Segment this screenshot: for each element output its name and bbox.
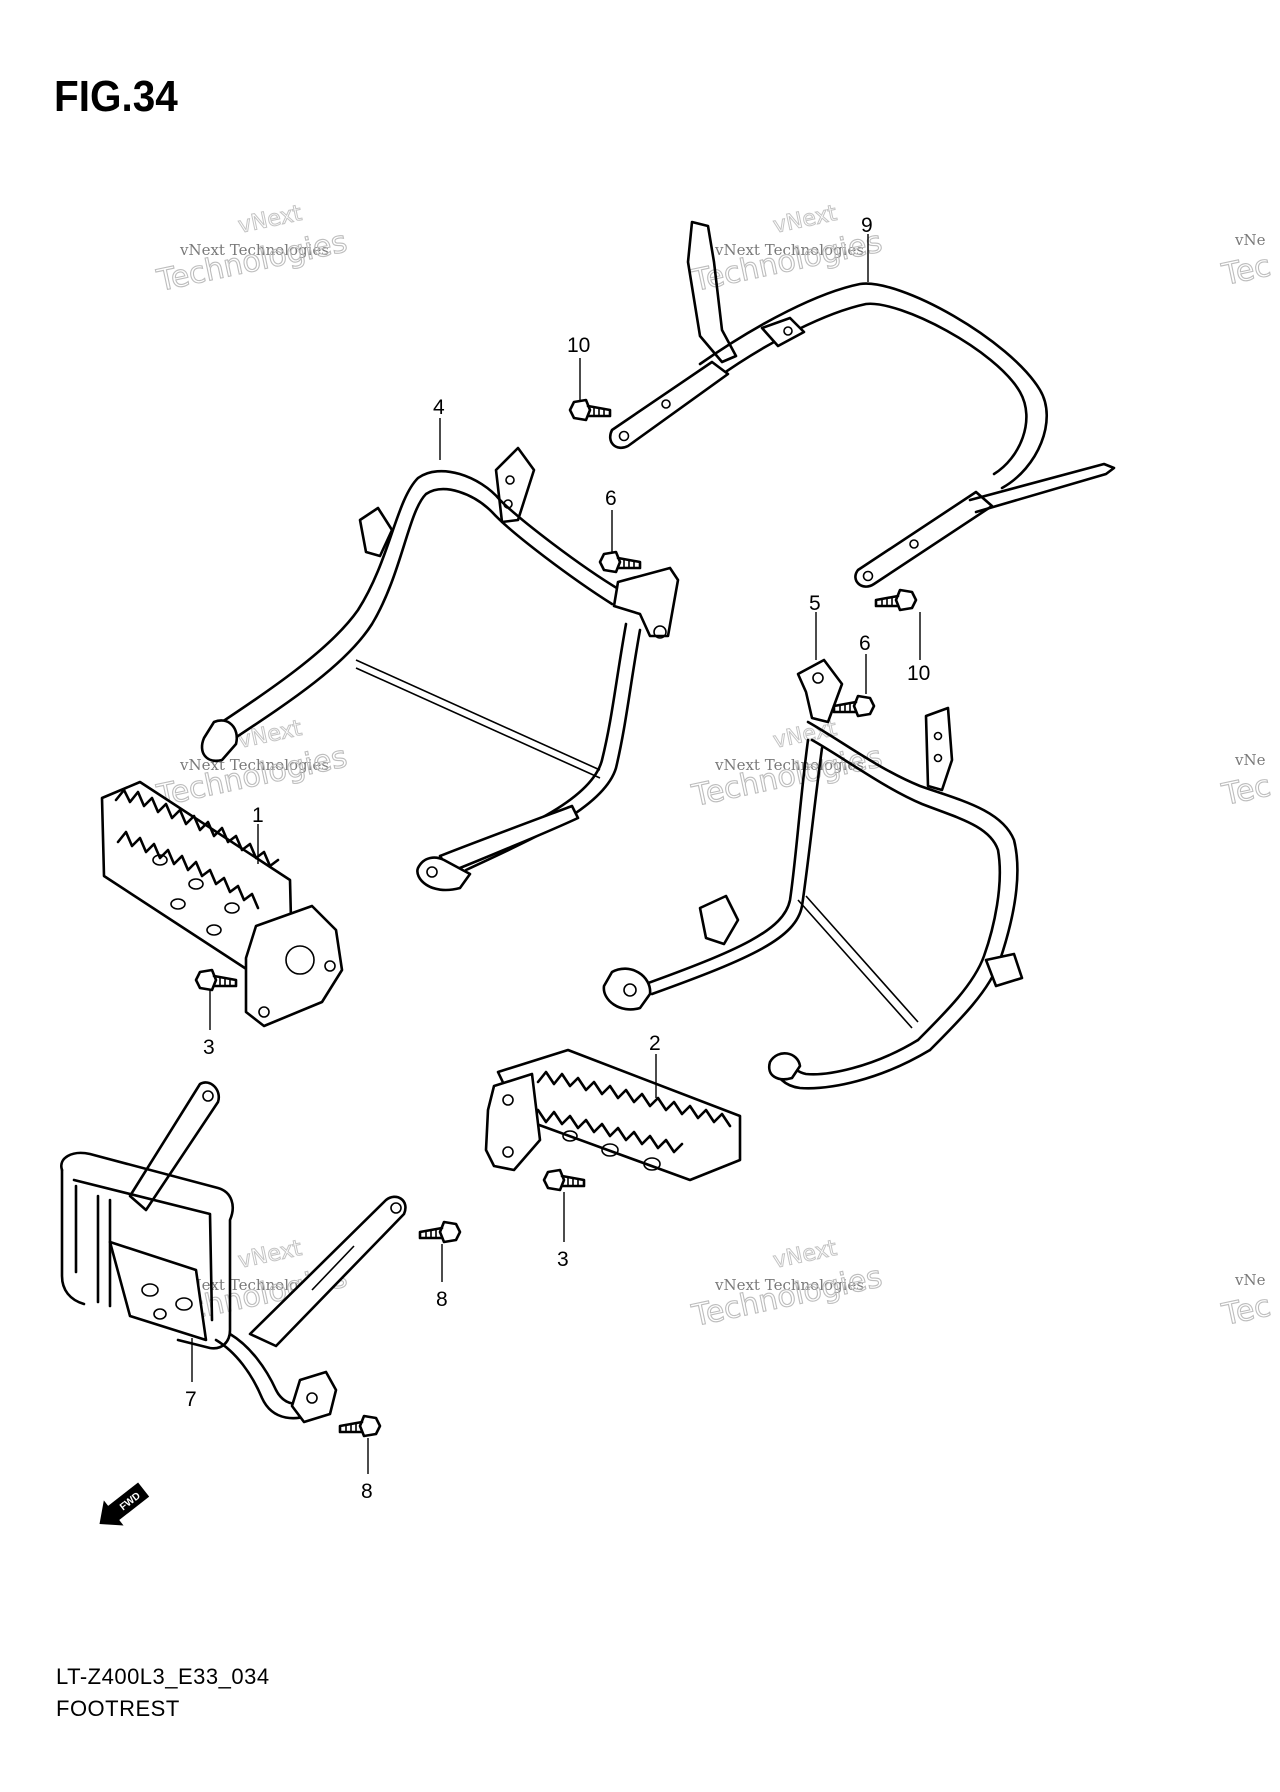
leader-lines [191, 234, 921, 1474]
watermark-mm: vNext vNext Technologies Technologies [688, 715, 886, 814]
watermark-mr: vNe Tec [1218, 751, 1274, 814]
watermark-word-top: vNext [236, 201, 304, 239]
callout-1: 1 [252, 804, 264, 827]
diagram-code: LT-Z400L3_E33_034 [56, 1664, 270, 1689]
callout-8-upper: 8 [436, 1288, 448, 1311]
watermark-bm: vNext vNext Technologies Technologies [688, 1235, 886, 1334]
watermark-word-top: vNext [771, 201, 839, 239]
watermark-word-top: vNext [236, 1236, 304, 1274]
part-4-guard [200, 446, 680, 892]
watermark-br: vNe Tec [1218, 1271, 1274, 1334]
callout-4: 4 [433, 396, 445, 419]
bolt-3-right [542, 1168, 586, 1192]
callouts: 9 10 4 6 5 6 10 1 3 2 3 8 7 8 [185, 214, 930, 1503]
bolt-6-top [598, 550, 642, 574]
part-1-footrest [100, 780, 344, 1028]
fwd-arrow-icon: FWD [99, 1482, 150, 1526]
part-7-guard [60, 1081, 407, 1424]
callout-3-left: 3 [203, 1036, 215, 1059]
callout-3-right: 3 [557, 1248, 569, 1271]
diagram-name: FOOTREST [56, 1696, 180, 1721]
callout-10-top: 10 [567, 334, 590, 357]
watermark-partial: vNe [1234, 751, 1266, 769]
callout-9: 9 [861, 214, 873, 237]
figure-title: FIG.34 [54, 72, 178, 121]
watermark-ml: vNext vNext Technologies Technologies [153, 715, 351, 814]
part-9-bracket [608, 220, 1116, 588]
callout-7: 7 [185, 1388, 197, 1411]
bolt-8-upper [418, 1220, 462, 1244]
bolt-10-top [568, 398, 612, 422]
bolt-3-left [194, 968, 238, 992]
bolt-6-right [832, 694, 876, 718]
callout-10-right: 10 [907, 662, 930, 685]
watermark-word-top: vNext [771, 1236, 839, 1274]
callout-2: 2 [649, 1032, 661, 1055]
watermark-company: vNext Technologies [714, 241, 864, 259]
watermark-partial-big: Tec [1218, 769, 1273, 813]
part-2-footrest [484, 1048, 742, 1182]
part-5-guard [602, 658, 1024, 1090]
watermark-partial-big: Tec [1218, 1289, 1273, 1333]
bolt-10-right [874, 588, 918, 612]
watermark-partial: vNe [1234, 231, 1266, 249]
callout-6-right: 6 [859, 632, 871, 655]
watermark-partial: vNe [1234, 1271, 1266, 1289]
callout-5: 5 [809, 592, 821, 615]
watermark-tr: vNe Tec [1218, 231, 1274, 294]
watermark-company: vNext Technologies [714, 756, 864, 774]
watermark-company: vNext Technologies [179, 1276, 329, 1294]
bolt-8-lower [338, 1414, 382, 1438]
callout-8-lower: 8 [361, 1480, 373, 1503]
watermark-tl: vNext vNext Technologies Technologies [153, 200, 351, 299]
callout-6-top: 6 [605, 487, 617, 510]
watermark-company: vNext Technologies [714, 1276, 864, 1294]
watermark-partial-big: Tec [1218, 249, 1273, 293]
watermark-word-top: vNext [236, 716, 304, 754]
watermark-company: vNext Technologies [179, 241, 329, 259]
